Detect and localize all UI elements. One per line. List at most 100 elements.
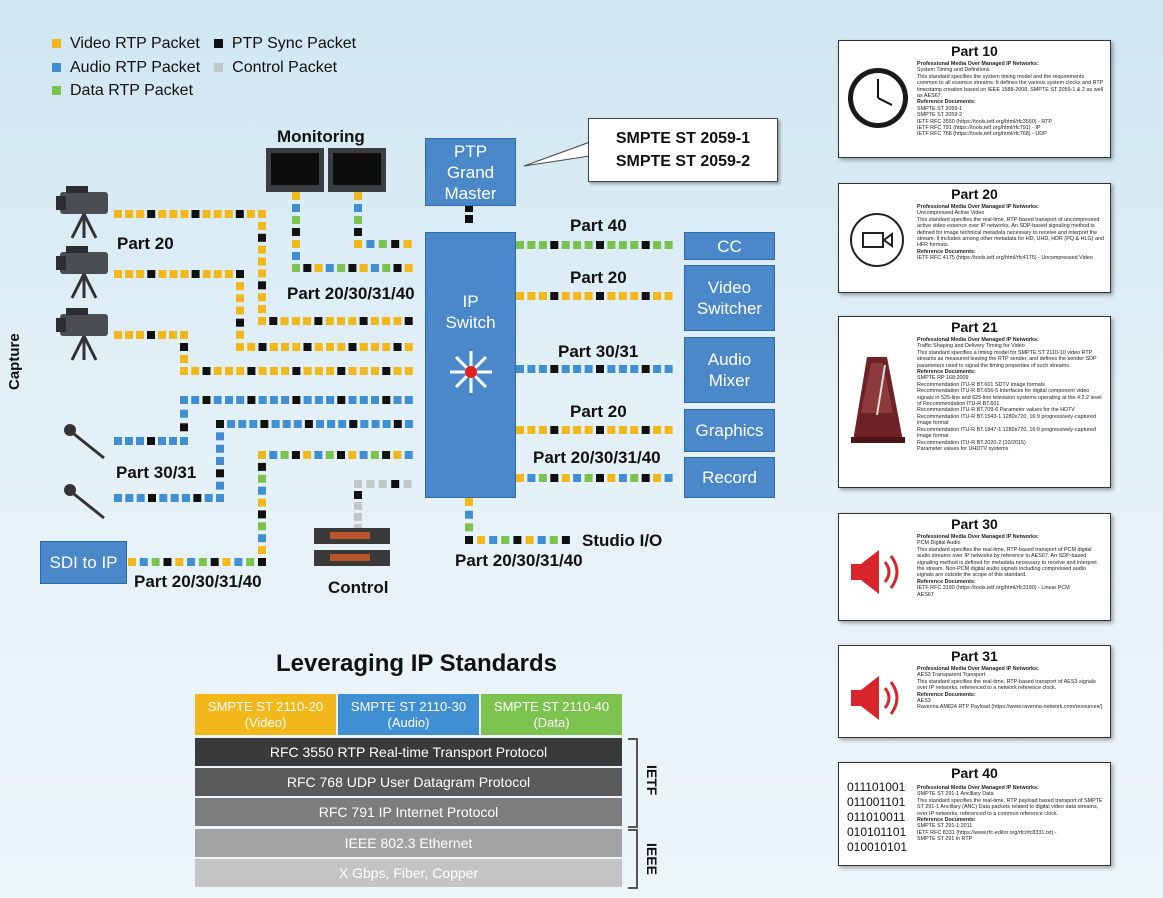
binary-line: 011010011 [847, 810, 906, 824]
packet-dot [393, 317, 402, 325]
packet-dot [222, 558, 231, 566]
standards-title: Leveraging IP Standards [276, 650, 557, 677]
card-body: This standard specifies the real-time, R… [917, 797, 1103, 817]
ip-switch[interactable]: IP Switch [425, 232, 516, 498]
callout-pointer [523, 141, 591, 167]
packet-dot [281, 367, 290, 375]
part-30-card: Part 30 Professional Media Over Managed … [838, 513, 1111, 621]
standard-line: (Video) [244, 714, 287, 730]
binary-line: 010101101 [847, 825, 907, 839]
packet-dot [326, 367, 335, 375]
packet-dot [664, 474, 673, 482]
packet-dot [292, 367, 301, 375]
packet-dot [561, 241, 570, 249]
binary-icon: 011101001 011001101 011010011 010101101 … [847, 780, 907, 855]
packet-dot [584, 365, 593, 373]
packet-dot [114, 210, 122, 218]
output-audio-mixer[interactable]: Audio Mixer [684, 337, 775, 403]
packet-dot [573, 426, 582, 434]
microphone-part-label: Part 30/31 [116, 463, 197, 482]
packet-dot [191, 396, 200, 404]
ptp-grand-master[interactable]: PTP Grand Master [425, 138, 516, 206]
packet-dot [236, 282, 244, 291]
packet-dot [247, 343, 256, 351]
packet-dot [158, 210, 167, 218]
packet-dot [371, 367, 379, 375]
packet-dot [236, 330, 244, 339]
card-ref: IETF RFC 791 (https://tools.ietf.org/htm… [917, 125, 1041, 132]
packet-dot [213, 367, 222, 375]
card-heading: Professional Media Over Managed IP Netwo… [917, 666, 1039, 672]
standard-line: SMPTE ST 2110-20 [207, 698, 324, 714]
standard-line: SMPTE ST 2110-40 [493, 698, 610, 714]
packet-dot [213, 396, 222, 404]
packet-dot [258, 245, 266, 254]
output-video-switcher[interactable]: Video Switcher [684, 265, 775, 331]
packet-dot [128, 558, 136, 566]
part-31-card: Part 31 Professional Media Over Managed … [838, 645, 1111, 738]
packet-dot [327, 420, 336, 428]
card-subject: Traffic Shaping and Delivery Timing for … [917, 343, 1025, 350]
card-ref: Recommendation ITU-R BT.709-6 Parameter … [917, 407, 1075, 414]
metronome-icon [851, 357, 905, 443]
packet-dot [664, 426, 673, 434]
switch-icon [449, 351, 492, 393]
packet-dot [391, 480, 400, 488]
video-switcher-line-2: Switcher [696, 299, 763, 318]
packet-dot [607, 292, 616, 300]
packet-dot [246, 558, 255, 566]
output-record[interactable]: Record [684, 457, 775, 498]
packet-dot [202, 210, 211, 218]
packet-dot [216, 420, 224, 428]
packet-dot [180, 210, 189, 218]
packet-dot [180, 270, 189, 278]
packet-dot [549, 536, 558, 544]
card-ref: Recommendation ITU-R BT.2020-2 (10/2015) [917, 439, 1026, 446]
card-heading: Professional Media Over Managed IP Netwo… [917, 337, 1039, 343]
packet-dot [371, 420, 380, 428]
packet-dot [246, 210, 255, 218]
protocol-row-rtp: RFC 3550 RTP Real-time Transport Protoco… [195, 738, 622, 766]
packet-dot [537, 536, 546, 544]
packet-dot [573, 365, 582, 373]
packet-dot [607, 241, 616, 249]
packet-dot [354, 502, 362, 510]
packet-dot [465, 215, 473, 223]
output-graphics[interactable]: Graphics [684, 409, 775, 452]
packet-dot [187, 558, 196, 566]
legend-row: Data RTP Packet [52, 79, 356, 103]
audio-mixer-line-1: Audio [707, 350, 752, 369]
part-10-card: Part 10 Professional Media Over Managed … [838, 40, 1111, 158]
packet-dot [158, 331, 166, 339]
packet-dot [269, 343, 278, 351]
sdi-to-ip[interactable]: SDI to IP [40, 541, 127, 584]
audio-packet-swatch [52, 62, 61, 72]
packet-dot [393, 367, 402, 375]
packet-dot [630, 474, 639, 482]
packet-dot [202, 396, 211, 404]
card-text: Professional Media Over Managed IP Netwo… [917, 785, 1104, 843]
packet-dot [258, 498, 266, 507]
ptp-line-1: PTP [453, 141, 488, 161]
packet-dot [191, 210, 200, 218]
packet-dot [238, 420, 247, 428]
sdi-part-label: Part 20/30/31/40 [134, 572, 262, 591]
packet-dot [382, 343, 391, 351]
packet-dot [573, 241, 582, 249]
packet-dot [325, 451, 334, 459]
packet-dot [291, 451, 300, 459]
studio-io-label: Studio I/O [582, 531, 663, 550]
packet-dot [260, 420, 269, 428]
packet-dot [326, 396, 335, 404]
card-text: Professional Media Over Managed IP Netwo… [917, 666, 1104, 711]
packet-dot [191, 270, 200, 278]
packet-dot [393, 420, 402, 428]
switch-line-1: IP [462, 292, 479, 311]
card-body: This standard specifies a timing model f… [917, 349, 1097, 369]
packet-dot [404, 367, 413, 375]
packet-dot [216, 444, 224, 453]
packet-dot [227, 420, 236, 428]
output-cc[interactable]: CC [684, 232, 775, 260]
packet-dot [359, 367, 368, 375]
video-switcher-part-label: Part 20 [570, 268, 627, 287]
